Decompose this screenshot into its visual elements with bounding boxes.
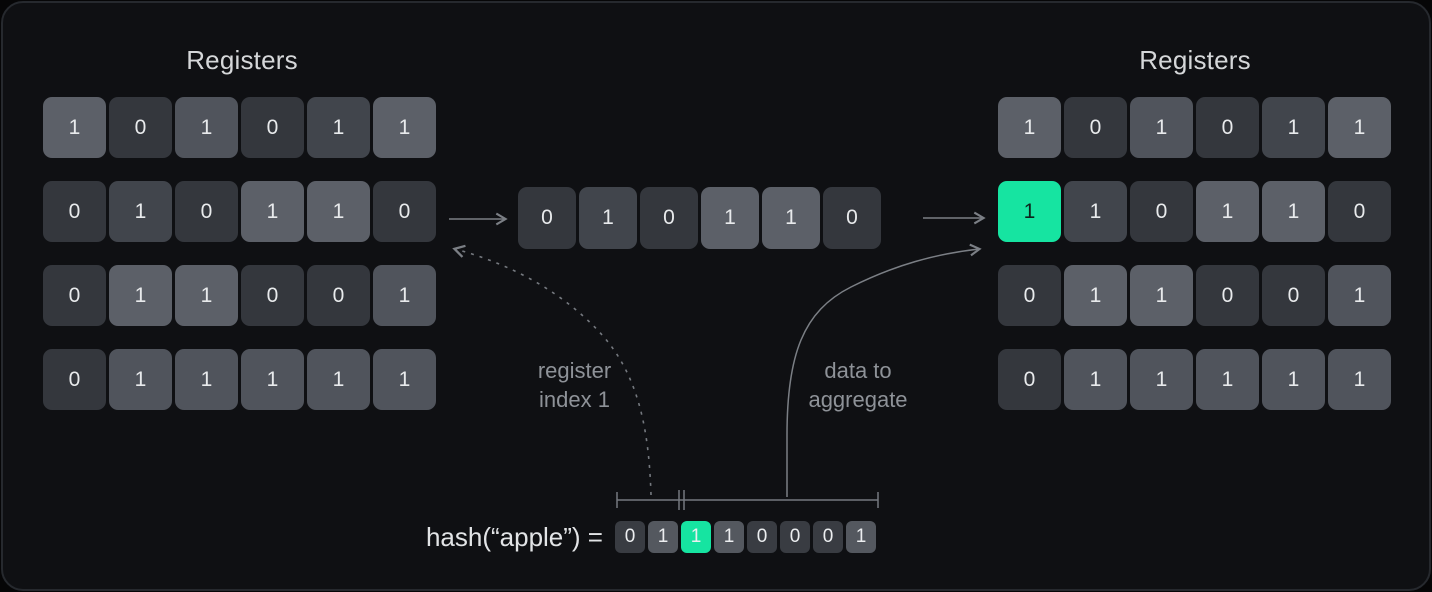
hash-bit: 1 xyxy=(846,521,876,553)
label-line: index 1 xyxy=(539,387,610,412)
data-to-aggregate-label: data to aggregate xyxy=(778,356,938,414)
register-cell: 0 xyxy=(998,349,1061,410)
register-cell: 0 xyxy=(518,187,576,249)
register-cell: 1 xyxy=(762,187,820,249)
register-cell: 1 xyxy=(1064,181,1127,242)
right-registers-title: Registers xyxy=(1139,45,1251,75)
register-cell: 1 xyxy=(1064,265,1127,326)
register-cell: 1 xyxy=(1130,97,1193,158)
hash-bit: 0 xyxy=(615,521,645,553)
register-cell: 1 xyxy=(175,265,238,326)
register-cell: 0 xyxy=(1262,265,1325,326)
register-cell: 1 xyxy=(701,187,759,249)
register-cell: 1 xyxy=(109,349,172,410)
register-cell: 1 xyxy=(1262,181,1325,242)
register-cell: 0 xyxy=(175,181,238,242)
register-cell: 0 xyxy=(1328,181,1391,242)
register-cell: 1 xyxy=(373,97,436,158)
register-cell: 0 xyxy=(109,97,172,158)
register-cell: 0 xyxy=(43,181,106,242)
register-cell: 0 xyxy=(43,265,106,326)
register-cell: 1 xyxy=(241,349,304,410)
register-cell: 1 xyxy=(1328,265,1391,326)
register-cell: 0 xyxy=(1064,97,1127,158)
register-cell: 0 xyxy=(823,187,881,249)
hash-bit: 1 xyxy=(648,521,678,553)
register-cell: 1 xyxy=(1328,97,1391,158)
register-cell: 1 xyxy=(998,97,1061,158)
highlighted-register-cell: 1 xyxy=(998,181,1061,242)
register-cell: 1 xyxy=(307,97,370,158)
label-line: aggregate xyxy=(808,387,908,412)
hash-bit: 0 xyxy=(780,521,810,553)
register-cell: 1 xyxy=(307,181,370,242)
label-line: data to xyxy=(824,358,892,383)
register-cell: 1 xyxy=(43,97,106,158)
register-cell: 0 xyxy=(1196,97,1259,158)
register-cell: 1 xyxy=(307,349,370,410)
register-cell: 0 xyxy=(640,187,698,249)
register-cell: 1 xyxy=(1328,349,1391,410)
hash-bit: 0 xyxy=(813,521,843,553)
register-cell: 0 xyxy=(373,181,436,242)
register-cell: 0 xyxy=(1196,265,1259,326)
register-cell: 0 xyxy=(43,349,106,410)
register-cell: 0 xyxy=(241,97,304,158)
hash-expression: hash(“apple”) = xyxy=(425,522,603,552)
register-cell: 1 xyxy=(241,181,304,242)
highlighted-hash-bit: 1 xyxy=(681,521,711,553)
register-cell: 1 xyxy=(1262,97,1325,158)
register-cell: 1 xyxy=(175,97,238,158)
register-cell: 1 xyxy=(1130,349,1193,410)
register-cell: 1 xyxy=(1196,349,1259,410)
left-registers-title: Registers xyxy=(186,45,298,75)
register-cell: 0 xyxy=(307,265,370,326)
hash-bit: 0 xyxy=(747,521,777,553)
register-cell: 1 xyxy=(1064,349,1127,410)
label-line: register xyxy=(537,358,612,383)
register-cell: 0 xyxy=(1130,181,1193,242)
register-cell: 1 xyxy=(373,349,436,410)
register-cell: 1 xyxy=(175,349,238,410)
register-cell: 0 xyxy=(241,265,304,326)
register-cell: 1 xyxy=(109,265,172,326)
register-cell: 1 xyxy=(1196,181,1259,242)
register-cell: 1 xyxy=(373,265,436,326)
register-cell: 1 xyxy=(1262,349,1325,410)
register-cell: 1 xyxy=(579,187,637,249)
register-cell: 1 xyxy=(109,181,172,242)
register-index-label: register index 1 xyxy=(492,356,657,414)
register-cell: 1 xyxy=(1130,265,1193,326)
hash-bit: 1 xyxy=(714,521,744,553)
bits-bracket xyxy=(616,490,879,510)
register-cell: 0 xyxy=(998,265,1061,326)
